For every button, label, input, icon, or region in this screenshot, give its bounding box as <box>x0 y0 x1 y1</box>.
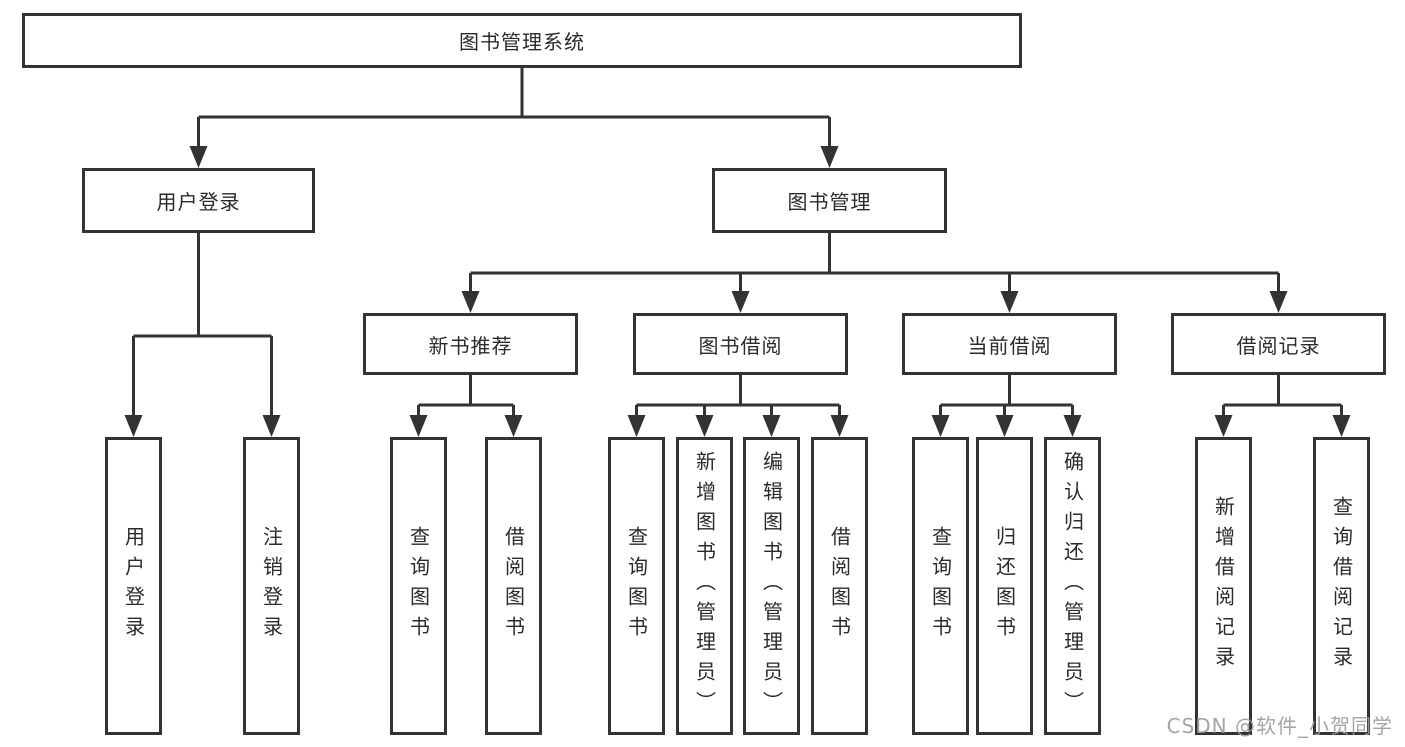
node-current-borrow-label: 当前借阅 <box>967 333 1052 358</box>
arrow-down-icon <box>1214 415 1233 437</box>
leaf-borrow-query: 查询图书 <box>608 437 665 735</box>
arrow-down-icon <box>504 415 523 437</box>
connector-records-to-children <box>1214 375 1351 437</box>
leaf-current-query-label: 查询图书 <box>928 526 953 646</box>
connector-current-to-children <box>931 375 1082 437</box>
arrow-down-icon <box>820 146 839 168</box>
arrow-down-icon <box>627 415 646 437</box>
node-borrow-records: 借阅记录 <box>1171 313 1386 375</box>
node-current-borrow: 当前借阅 <box>902 313 1117 375</box>
arrow-down-icon <box>124 415 143 437</box>
leaf-newbooks-query-label: 查询图书 <box>406 526 431 646</box>
node-root-label: 图书管理系统 <box>459 30 585 54</box>
arrow-down-icon <box>262 415 281 437</box>
connector-login-to-children <box>124 233 281 437</box>
node-borrow-records-label: 借阅记录 <box>1236 333 1321 358</box>
leaf-records-query: 查询借阅记录 <box>1313 437 1370 735</box>
node-book-borrow: 图书借阅 <box>633 313 848 375</box>
arrow-down-icon <box>1063 415 1082 437</box>
leaf-logout-label: 注销登录 <box>259 526 284 646</box>
leaf-current-return: 归还图书 <box>976 437 1033 735</box>
node-user-login-label: 用户登录 <box>156 190 241 214</box>
arrow-down-icon <box>189 146 208 168</box>
arrow-down-icon <box>762 415 781 437</box>
arrow-down-icon <box>461 291 480 313</box>
arrow-down-icon <box>830 415 849 437</box>
leaf-current-query: 查询图书 <box>912 437 969 735</box>
leaf-borrow-query-label: 查询图书 <box>624 526 649 646</box>
leaf-borrow-edit-admin: 编辑图书（管理员） <box>743 437 800 735</box>
leaf-newbooks-borrow-label: 借阅图书 <box>501 526 526 646</box>
leaf-borrow-borrow: 借阅图书 <box>811 437 868 735</box>
leaf-borrow-edit-admin-label: 编辑图书（管理员） <box>759 451 784 721</box>
arrow-down-icon <box>695 415 714 437</box>
node-book-borrow-label: 图书借阅 <box>698 333 783 358</box>
connector-root-to-level2 <box>189 68 839 168</box>
arrow-down-icon <box>1332 415 1351 437</box>
leaf-records-add-label: 新增借阅记录 <box>1211 496 1236 676</box>
csdn-watermark: CSDN @软件_小贺同学 <box>1166 714 1393 738</box>
leaf-logout: 注销登录 <box>243 437 300 735</box>
connector-borrow-to-children <box>627 375 849 437</box>
leaf-user-login-label: 用户登录 <box>121 526 146 646</box>
node-user-login: 用户登录 <box>82 168 315 233</box>
leaf-current-return-label: 归还图书 <box>992 526 1017 646</box>
connector-newbooks-to-children <box>409 375 523 437</box>
leaf-newbooks-query: 查询图书 <box>390 437 447 735</box>
node-new-book-recommend: 新书推荐 <box>363 313 578 375</box>
arrow-down-icon <box>995 415 1014 437</box>
arrow-down-icon <box>1000 291 1019 313</box>
arrow-down-icon <box>731 291 750 313</box>
arrow-down-icon <box>1269 291 1288 313</box>
leaf-borrow-add-admin: 新增图书（管理员） <box>676 437 733 735</box>
arrow-down-icon <box>409 415 428 437</box>
leaf-borrow-add-admin-label: 新增图书（管理员） <box>692 451 717 721</box>
leaf-current-confirm-admin-label: 确认归还（管理员） <box>1060 451 1085 721</box>
leaf-borrow-borrow-label: 借阅图书 <box>827 526 852 646</box>
node-new-book-recommend-label: 新书推荐 <box>428 333 513 358</box>
leaf-current-confirm-admin: 确认归还（管理员） <box>1044 437 1101 735</box>
node-root-system: 图书管理系统 <box>22 13 1022 68</box>
leaf-records-query-label: 查询借阅记录 <box>1329 496 1354 676</box>
leaf-user-login: 用户登录 <box>105 437 162 735</box>
connector-management-to-level3 <box>461 233 1288 313</box>
arrow-down-icon <box>931 415 950 437</box>
leaf-newbooks-borrow: 借阅图书 <box>485 437 542 735</box>
leaf-records-add: 新增借阅记录 <box>1195 437 1252 735</box>
node-book-management-label: 图书管理 <box>787 190 872 214</box>
node-book-management: 图书管理 <box>712 168 947 233</box>
